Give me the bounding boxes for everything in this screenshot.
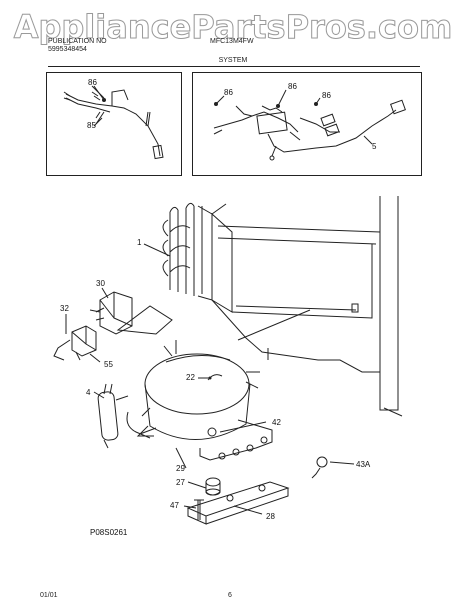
figure-code: P08S0261 — [90, 528, 128, 537]
section-title: SYSTEM — [218, 57, 248, 64]
model-number: MFC13M4FW — [210, 38, 254, 45]
clip-43a — [311, 456, 328, 479]
label-85: 85 — [87, 121, 96, 130]
condenser-coil — [162, 202, 213, 301]
label-29: 29 — [176, 464, 185, 473]
label-27: 27 — [176, 478, 185, 487]
left-inset-box — [46, 72, 182, 176]
compressor-29 — [126, 340, 273, 461]
footer-page-number: 6 — [228, 592, 232, 599]
header-rule — [48, 66, 420, 67]
label-47: 47 — [170, 501, 179, 510]
bracket-28 — [186, 481, 290, 525]
label-42: 42 — [272, 418, 281, 427]
right-inset-box — [192, 72, 422, 176]
leader-lines — [65, 85, 373, 515]
label-55: 55 — [104, 360, 113, 369]
cabinet-frame — [211, 196, 403, 417]
left-inset-harness — [63, 85, 164, 160]
fastener-dots — [102, 98, 318, 380]
footer-date: 01/01 — [40, 592, 58, 599]
label-86-right-b: 86 — [288, 82, 297, 91]
relay-30 — [89, 291, 173, 335]
label-30: 30 — [96, 279, 105, 288]
label-86-right-c: 86 — [322, 91, 331, 100]
label-86-right-a: 86 — [224, 88, 233, 97]
right-inset-wiring — [213, 99, 406, 161]
label-32: 32 — [60, 304, 69, 313]
label-28: 28 — [266, 512, 275, 521]
label-1: 1 — [137, 238, 142, 247]
label-4: 4 — [86, 388, 91, 397]
watermark-logo: AppliancePartsPros.com — [13, 8, 453, 47]
screw-47 — [194, 499, 204, 520]
label-43a: 43A — [356, 460, 371, 469]
label-22: 22 — [186, 373, 195, 382]
label-86-left: 86 — [88, 78, 97, 87]
drier-4 — [97, 383, 129, 449]
publication-number: 5995348454 — [48, 46, 87, 53]
overload-55 — [53, 325, 97, 361]
grommet-27 — [205, 477, 221, 496]
publication-label: PUBLICATION NO — [48, 38, 107, 45]
label-5: 5 — [372, 142, 377, 151]
